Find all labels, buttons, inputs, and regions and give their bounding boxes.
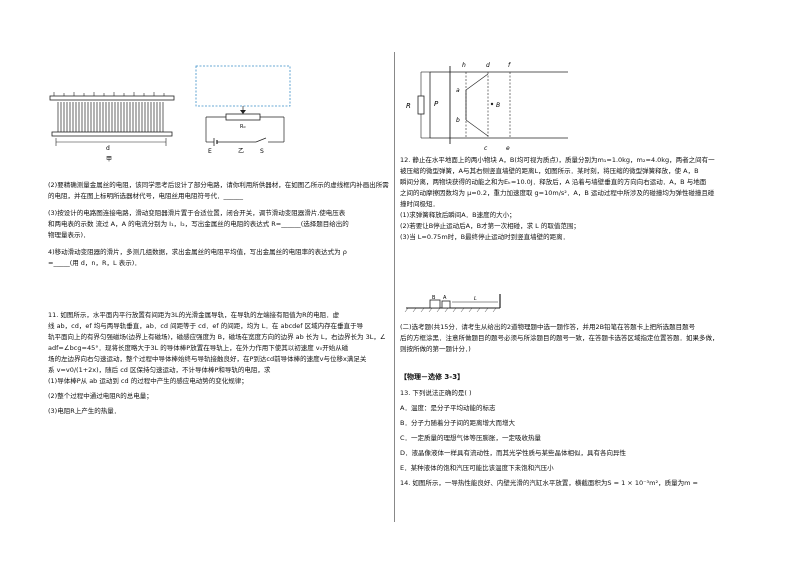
label-block-B: B: [432, 295, 436, 301]
question-part-4a: 4)移动滑动变阻器的滑片，多测几组数据，求出金属丝的电阻平均值，写出金属丝的电阻…: [48, 248, 347, 256]
section-2-line-3: 则按所做的第一题计分．): [400, 345, 471, 353]
question-12-sub-2: (2)若要让B停止运动后A，B才第一次相碰，求 L 的取值范围；: [400, 222, 580, 230]
slider-arrow-icon: [240, 110, 246, 114]
question-12-line-2: 被压缩的微型弹簧，A与其右侧竖直墙壁的距离L，如图所示．某时刻，将压缩的微型弹簧…: [400, 167, 699, 175]
label-yi: 乙: [238, 148, 244, 154]
right-column: R P h d f a b B c e 12. 静止在水平地面上的两小物块 A，…: [400, 0, 748, 562]
question-12-sub-1: (1)求弹簧释放后瞬间A．B速度的大小；: [400, 211, 516, 219]
label-R: R: [406, 102, 411, 110]
question-11-line-6: 系 v=v0/(1+2x)，随后 cd 区保持匀速运动，不计导体棒P和导轨的电阻…: [48, 366, 271, 374]
coil-windings: [57, 102, 164, 132]
question-11-line-3: 轨平面向上的有界匀强磁场(边界上有磁场)，磁感应强度为 B，磁场在宽度方向的边界…: [48, 333, 386, 341]
question-13-option-c: C．一定质量的理想气体等压膨胀，一定吸收热量: [400, 434, 542, 442]
question-11-line-5: 场的左边界向右匀速运动，整个过程中导体棒始终与导轨接触良好，在P到达cd前导体棒…: [48, 355, 367, 363]
rod-base: [51, 131, 173, 137]
question-11-sub-3: (3)电阻R上产生的热量．: [48, 407, 121, 415]
label-d-rail: d: [486, 62, 490, 69]
section-2-line-2: 后的方框涂黑．注意所做题目的题号必须与所涂题目的题号一致，在答题卡选答区域指定位…: [400, 334, 719, 342]
question-13-option-a: A．温度：是分子平均动能的标志: [400, 404, 496, 412]
label-a: a: [456, 87, 460, 94]
figure-blocks: B A L: [404, 294, 501, 313]
figure-jia: d 甲: [49, 92, 175, 163]
label-b: b: [456, 117, 460, 124]
question-part-3c: 物理量表示)．: [48, 231, 90, 239]
label-f: f: [508, 62, 511, 69]
section-2-line-1: (二)选考题(共15分．请考生从给出的2道物理题中选一题作答，并用2B铅笔在答题…: [400, 323, 696, 331]
label-r0: R₀: [240, 124, 245, 130]
question-12-sub-3: (3)当 L=0.75m时，B最终停止运动时到竖直墙壁的距离．: [400, 233, 570, 241]
left-column: d 甲 R₀ E 乙 S (2)要精确测量金属丝的电阻，该同学思考后设计了部分电…: [48, 0, 390, 562]
question-13-option-b: B．分子力随着分子间的距离增大而增大: [400, 419, 515, 427]
resistor-r: [417, 95, 425, 115]
section-title: 【物理－选修 3-3】: [400, 373, 465, 381]
switch-icon: [255, 137, 267, 143]
question-part-3b: 和两电表的示数 流过 A，A 的电流分别为 I₁，I₂，写出金属丝的电阻的表达式…: [48, 220, 349, 228]
question-12-line-1: 12. 静止在水平地面上的两小物块 A，B(均可视为质点)，质量分别为m₁=1.…: [400, 156, 715, 164]
label-e-rail: e: [506, 145, 510, 152]
question-12-line-5: 撞时间极短．: [400, 200, 439, 208]
question-12-line-4: 之间的动摩擦因数均为 μ=0.2，重力加速度取 g=10m/s²．A，B 运动过…: [400, 189, 715, 197]
label-P: P: [434, 100, 439, 108]
question-11-line-1: 11. 如图所示，水平面内平行放置有间距为3L的光滑金属导轨，在导轨的左端接有阻…: [48, 311, 340, 319]
label-jia: 甲: [106, 156, 112, 163]
label-d: d: [106, 145, 110, 152]
field-dot-icon: [490, 102, 494, 106]
question-13-stem: 13. 下列说法正确的是( ): [400, 389, 472, 397]
label-e: E: [208, 148, 212, 154]
question-11-line-4: adf=∠bcg=45°．现将长度略大于3L 的导体棒P放置在导轨上，在外力作用…: [48, 344, 349, 352]
label-s: S: [260, 148, 264, 154]
column-divider: [394, 52, 395, 522]
figure-yi: R₀ E 乙 S: [195, 65, 291, 154]
label-L: L: [474, 296, 477, 302]
label-c: c: [484, 145, 488, 152]
question-12-line-3: 瞬间分离，两物块获得的动能之和为Eₖ=10.0J．释放后，A 沿着与墙壁垂直的方…: [400, 178, 707, 186]
question-part-2: (2)要精确测量金属丝的电阻，该同学思考后设计了部分电路，请你利用所供器材，在如…: [48, 181, 389, 200]
block-a: [441, 300, 451, 309]
scale-ruler: [49, 95, 175, 101]
question-part-4b: =_____(用 d，n，R，L 表示)．: [48, 259, 141, 267]
label-block-A: A: [443, 295, 447, 301]
block-b: [429, 299, 441, 309]
question-11-sub-2: (2)整个过程中通过电阻R的总电量；: [48, 392, 153, 400]
question-14: 14. 如图所示，一导热性能良好、内壁光滑的汽缸水平放置，横截面积为S = 1 …: [400, 479, 698, 487]
question-13-option-e: E．某种液体的饱和汽压可能比该温度下未饱和汽压小: [400, 464, 554, 472]
rheostat-r0: [225, 113, 261, 121]
question-part-3a: (3)按设计的电路图连接电路，滑动变阻器滑片置于合适位置，闭合开关，调节滑动变阻…: [48, 209, 346, 217]
dashed-box: [195, 65, 291, 107]
figure-rails: R P h d f a b B c e: [406, 62, 568, 152]
label-B-field: B: [496, 102, 500, 109]
ruler-ticks: [53, 92, 165, 96]
question-13-option-d: D．液晶像液体一样具有流动性，而其光学性质与某些晶体相似，具有各向异性: [400, 449, 627, 457]
question-11-sub-1: (1)导体棒P从 ab 运动到 cd 的过程中产生的感应电动势的变化规律；: [48, 377, 248, 385]
label-h: h: [462, 62, 466, 69]
question-11-line-2: 线 ab，cd，ef 均与两导轨垂直，ab．cd 间距等于 cd．ef 的间距，…: [48, 322, 364, 330]
